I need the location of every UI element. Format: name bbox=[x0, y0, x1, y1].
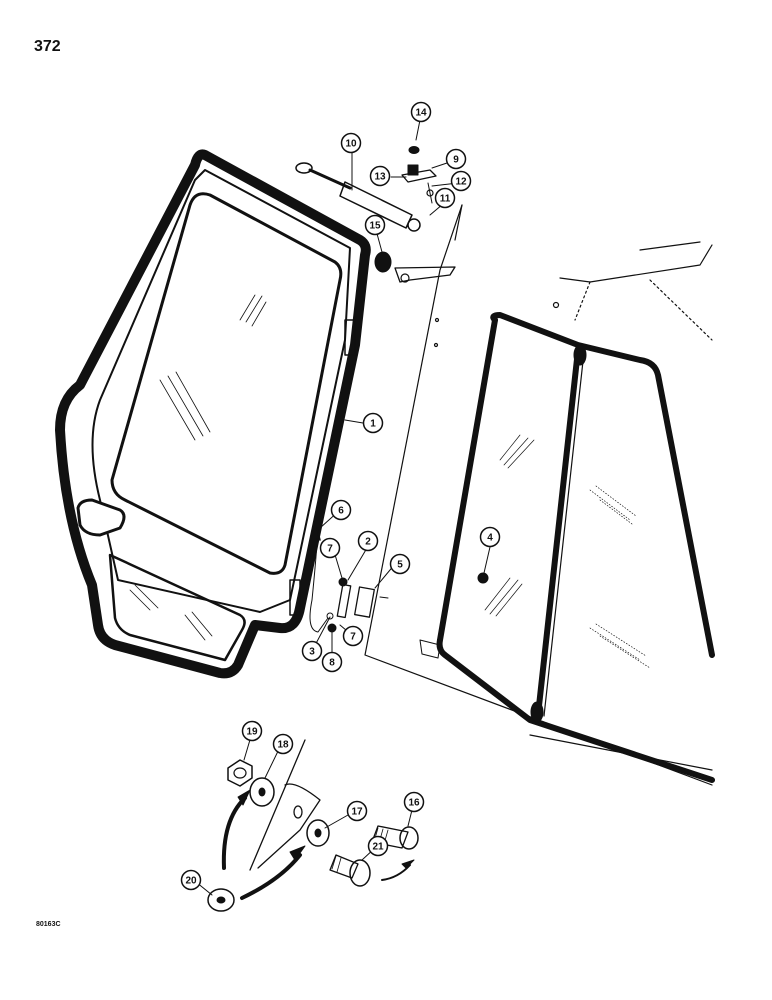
callout-number: 7 bbox=[327, 544, 333, 555]
callout-circle bbox=[364, 214, 386, 236]
callout-1: 1 bbox=[362, 412, 384, 434]
callout-circle bbox=[403, 791, 425, 813]
callout-number: 2 bbox=[365, 537, 371, 548]
callout-10: 10 bbox=[340, 132, 362, 154]
callout-20: 20 bbox=[180, 869, 202, 891]
callout-circle bbox=[357, 530, 379, 552]
callout-number: 5 bbox=[397, 560, 403, 571]
callout-4: 4 bbox=[479, 526, 501, 548]
callout-circle bbox=[367, 835, 389, 857]
callout-circle bbox=[342, 625, 364, 647]
callout-number: 7 bbox=[350, 632, 356, 643]
callout-5: 5 bbox=[389, 553, 411, 575]
gas-strut bbox=[295, 162, 421, 232]
callout-6: 6 bbox=[330, 499, 352, 521]
callout-circle bbox=[180, 869, 202, 891]
cab-door bbox=[55, 149, 371, 679]
figure-code: 80163C bbox=[36, 921, 61, 928]
callout-circle bbox=[362, 412, 384, 434]
callout-number: 10 bbox=[345, 139, 357, 150]
callout-17: 17 bbox=[346, 800, 368, 822]
callout-circle bbox=[272, 733, 294, 755]
callout-circle bbox=[340, 132, 362, 154]
callout-circle bbox=[445, 148, 467, 170]
side-window-frame bbox=[419, 312, 715, 783]
callout-circle bbox=[330, 499, 352, 521]
callout-7: 7 bbox=[319, 537, 341, 559]
callout-7: 7 bbox=[342, 625, 364, 647]
callout-circle bbox=[241, 720, 263, 742]
callout-number: 11 bbox=[440, 194, 451, 205]
callout-circle bbox=[434, 187, 456, 209]
callout-14: 14 bbox=[410, 101, 432, 123]
callout-number: 9 bbox=[453, 155, 459, 166]
callout-16: 16 bbox=[403, 791, 425, 813]
callout-circle bbox=[319, 537, 341, 559]
callout-9: 9 bbox=[445, 148, 467, 170]
callout-number: 14 bbox=[415, 108, 427, 119]
callout-number: 18 bbox=[277, 740, 289, 751]
callout-circle bbox=[479, 526, 501, 548]
callout-13: 13 bbox=[369, 165, 391, 187]
callout-circle bbox=[346, 800, 368, 822]
callout-number: 4 bbox=[487, 533, 493, 544]
callout-circle bbox=[301, 640, 323, 662]
callout-number: 19 bbox=[246, 727, 258, 738]
callout-number: 12 bbox=[455, 177, 467, 188]
callout-number: 17 bbox=[351, 807, 363, 818]
lower-hardware bbox=[207, 739, 419, 912]
callout-circle bbox=[389, 553, 411, 575]
callout-circle bbox=[369, 165, 391, 187]
callout-number: 8 bbox=[329, 658, 335, 669]
callout-number: 15 bbox=[369, 221, 381, 232]
upper-bracket bbox=[401, 146, 437, 204]
callout-3: 3 bbox=[301, 640, 323, 662]
knob bbox=[477, 572, 489, 584]
page-number: 372 bbox=[34, 38, 61, 55]
callout-15: 15 bbox=[364, 214, 386, 236]
callout-number: 20 bbox=[185, 876, 197, 887]
callout-8: 8 bbox=[321, 651, 343, 673]
callout-18: 18 bbox=[272, 733, 294, 755]
callout-21: 21 bbox=[367, 835, 389, 857]
callout-circle bbox=[450, 170, 472, 192]
callout-number: 3 bbox=[309, 647, 315, 658]
callout-19: 19 bbox=[241, 720, 263, 742]
callout-circle bbox=[321, 651, 343, 673]
callout-12: 12 bbox=[450, 170, 472, 192]
callout-number: 16 bbox=[408, 798, 420, 809]
door-check-parts bbox=[309, 527, 389, 633]
callout-2: 2 bbox=[357, 530, 379, 552]
callout-11: 11 bbox=[434, 187, 456, 209]
callout-circle bbox=[410, 101, 432, 123]
door-check-bracket bbox=[374, 251, 456, 283]
callout-number: 1 bbox=[370, 419, 376, 430]
callout-number: 13 bbox=[374, 172, 386, 183]
callout-number: 6 bbox=[338, 506, 344, 517]
callout-number: 21 bbox=[372, 842, 384, 853]
